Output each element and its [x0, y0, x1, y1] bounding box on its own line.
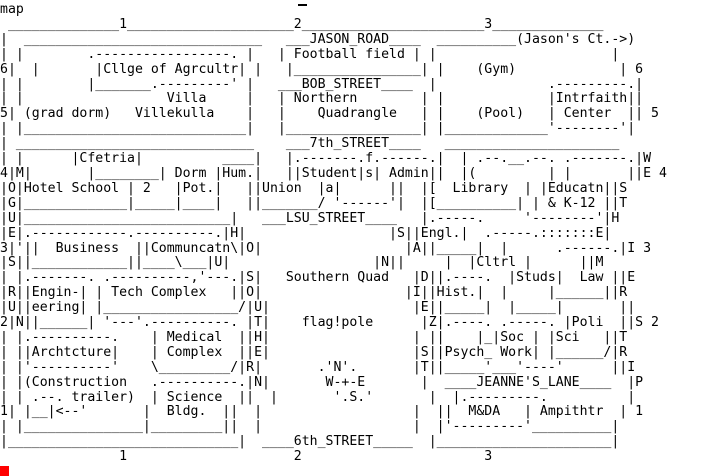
status-marker	[0, 466, 9, 476]
text-cursor	[298, 4, 307, 6]
campus-map-text: map ______________1_____________________…	[0, 2, 667, 465]
